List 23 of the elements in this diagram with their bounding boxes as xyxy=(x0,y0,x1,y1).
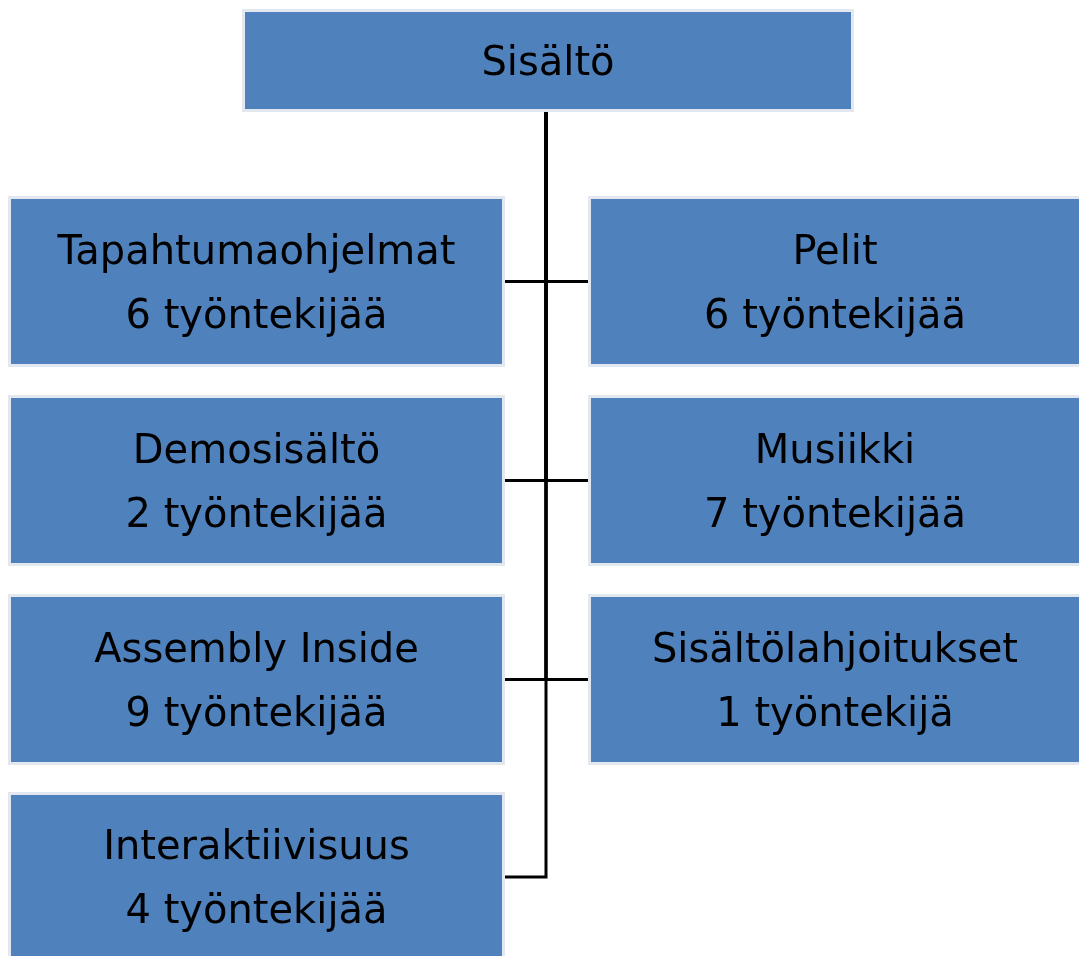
staff-count: 9 työntekijää xyxy=(125,687,388,737)
staff-count: 4 työntekijää xyxy=(125,885,388,934)
org-box xyxy=(588,594,1079,765)
unit-name: Tapahtumaohjelmat xyxy=(57,225,456,275)
staff-count: 6 työntekijää xyxy=(125,289,388,339)
unit-name: Sisältö xyxy=(481,36,615,86)
unit-name: Sisältölahjoitukset xyxy=(651,623,1019,673)
staff-count: 6 työntekijää xyxy=(703,289,967,339)
staff-count: 7 työntekijää xyxy=(703,488,967,538)
org-box xyxy=(8,594,505,765)
unit-name: Assembly Inside xyxy=(94,623,419,673)
org-box xyxy=(242,9,854,112)
org-box xyxy=(8,792,505,956)
unit-name: Interaktiivisuus xyxy=(103,821,410,870)
unit-name: Pelit xyxy=(792,225,878,275)
org-box xyxy=(8,395,505,566)
unit-name: Musiikki xyxy=(754,424,916,474)
unit-name: Demosisältö xyxy=(132,424,381,474)
org-box xyxy=(588,395,1079,566)
org-box xyxy=(588,196,1079,367)
org-box xyxy=(8,196,505,367)
staff-count: 2 työntekijää xyxy=(125,488,388,538)
staff-count: 1 työntekijä xyxy=(716,687,954,737)
